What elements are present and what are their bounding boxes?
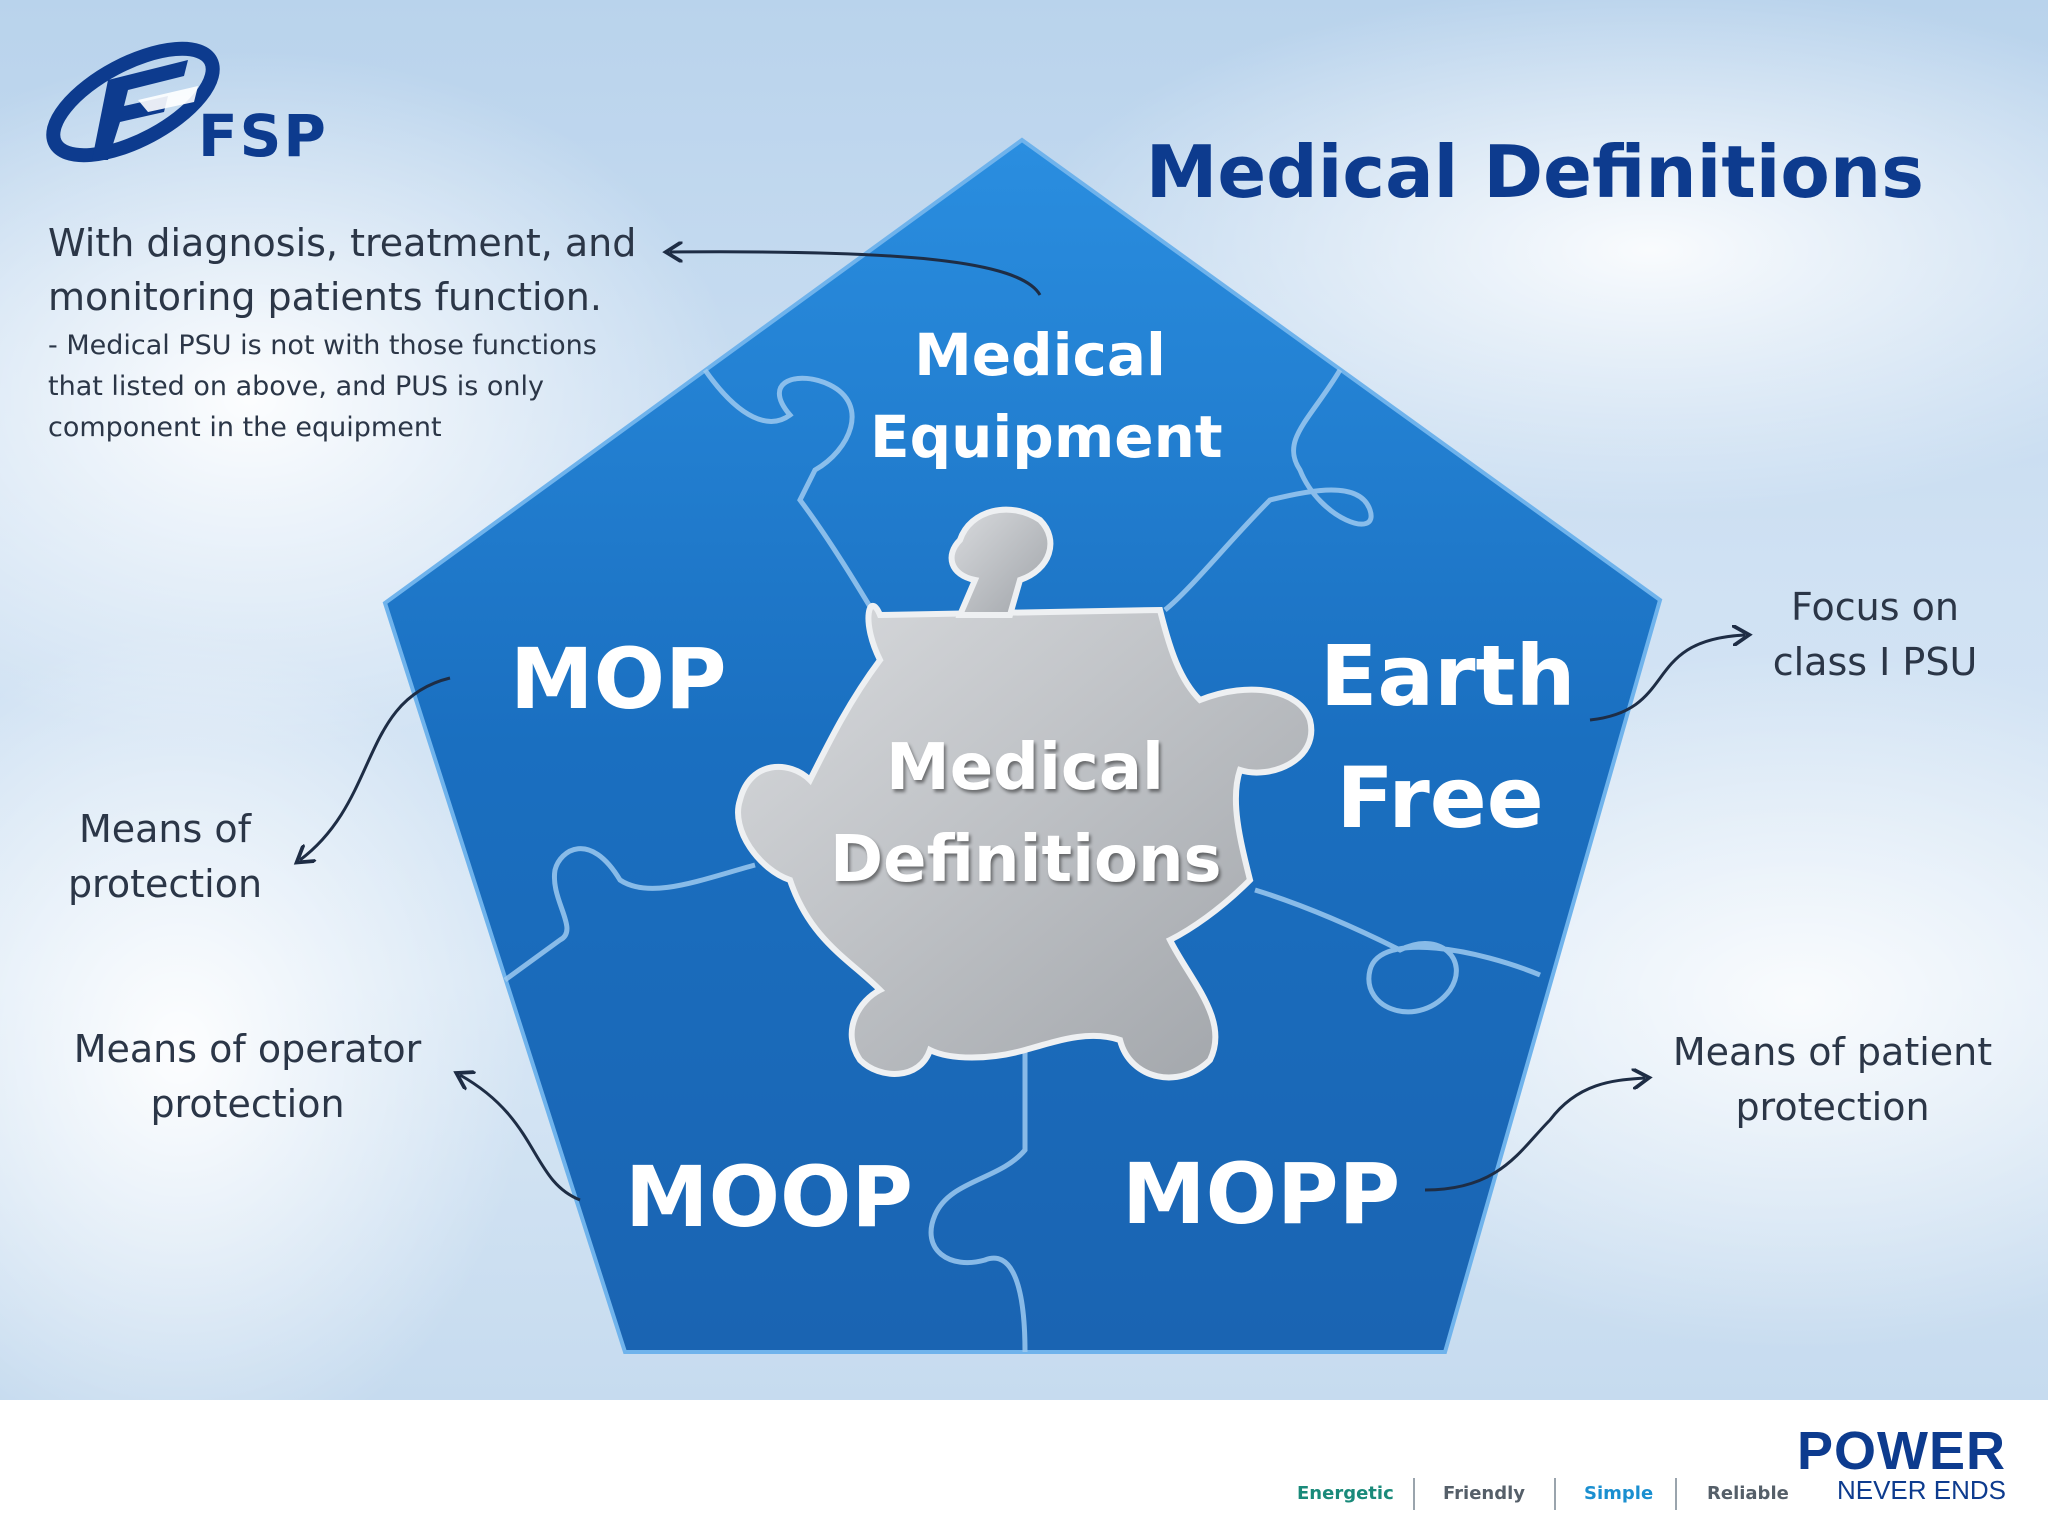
annotation-earth-free: Focus on class I PSU <box>1772 585 1978 684</box>
center-puzzle-piece <box>735 506 1315 1081</box>
footer-divider <box>1413 1478 1415 1510</box>
footer-tag-reliable: Reliable <box>1707 1483 1789 1504</box>
arrow-mopp <box>1424 1078 1645 1192</box>
footer-divider <box>1554 1478 1556 1510</box>
brand-tagline-text: NEVER ENDS <box>1836 1475 2006 1505</box>
arrow-mop <box>300 676 451 860</box>
slide-background: FSP Medical Definitions <box>0 0 2048 1400</box>
piece-label-moop: MOOP <box>625 1148 913 1246</box>
puzzle-diagram <box>0 137 2048 1354</box>
piece-label-earth-free: Earth Free <box>1320 627 1576 847</box>
annotation-mopp: Means of patient protection <box>1672 1030 1993 1129</box>
footer-tag-energetic: Energetic <box>1297 1483 1394 1504</box>
fsp-logo-icon <box>46 41 220 163</box>
page-title: Medical Definitions <box>1145 130 1924 215</box>
footer <box>0 1400 2048 1536</box>
brand-power-text: POWER <box>1796 1421 2006 1481</box>
center-label: Medical Definitions <box>830 731 1222 897</box>
footer-tag-friendly: Friendly <box>1443 1483 1526 1504</box>
annotation-mop: Means of protection <box>67 807 263 906</box>
arrow-moop <box>460 1075 581 1202</box>
piece-label-mop: MOP <box>510 630 727 728</box>
logo-text: FSP <box>198 102 328 170</box>
arrow-medical-equipment <box>670 252 1042 296</box>
annotation-medical-equipment: With diagnosis, treatment, and monitorin… <box>48 221 637 319</box>
footer-divider <box>1675 1478 1677 1510</box>
footer-tag-simple: Simple <box>1584 1483 1654 1504</box>
piece-label-mopp: MOPP <box>1122 1145 1401 1243</box>
annotation-medical-psu-note: - Medical PSU is not with those function… <box>48 330 597 443</box>
piece-label-medical-equipment: Medical Equipment <box>870 321 1223 471</box>
puzzle-seams <box>503 368 1541 1353</box>
arrow-earth-free <box>1589 635 1745 722</box>
annotation-moop: Means of operator protection <box>73 1027 422 1126</box>
connector-arrows <box>300 252 1745 1202</box>
